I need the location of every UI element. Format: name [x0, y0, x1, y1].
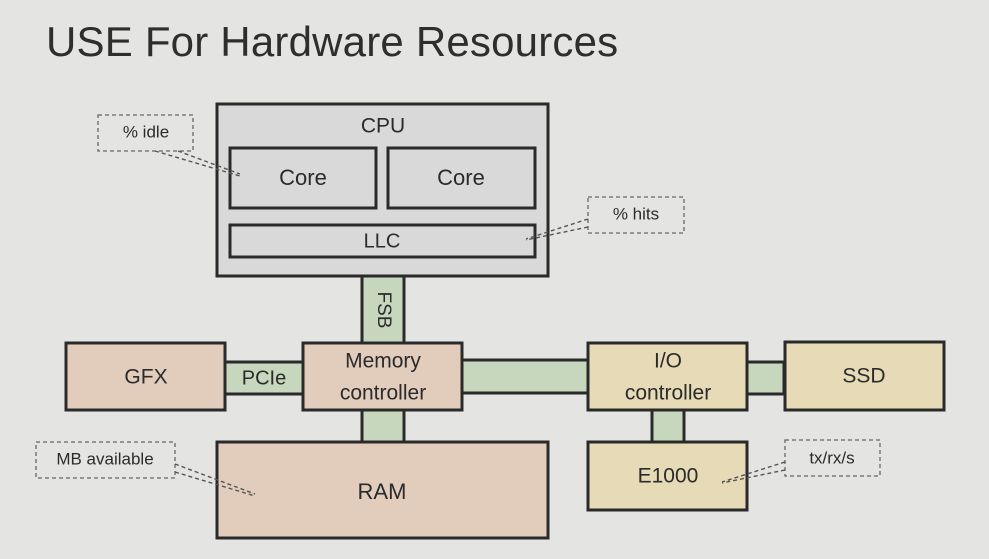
ram-label: RAM	[358, 479, 407, 504]
callout-txrx: tx/rx/s	[721, 439, 881, 484]
memory-io-bus	[459, 358, 593, 395]
memory-controller-label-1: Memory	[345, 350, 421, 373]
io-e1000-bus	[650, 407, 686, 445]
callout-idle-box	[97, 114, 194, 152]
callout-txrx-leader	[721, 461, 786, 484]
core-2-label: Core	[437, 165, 485, 190]
callout-hits-box	[587, 196, 685, 234]
core-2	[386, 146, 537, 210]
memory-controller-box	[301, 341, 464, 412]
llc	[228, 223, 537, 259]
memory-ram-bus	[360, 407, 406, 445]
gfx-label: GFX	[124, 366, 167, 389]
e1000-label: E1000	[638, 465, 699, 488]
fsb-bus: FSB	[360, 274, 406, 346]
core-1-label: Core	[279, 165, 327, 190]
callout-mb-available: MB available	[35, 441, 256, 497]
callout-idle: % idle	[97, 114, 241, 177]
callout-idle-leader	[154, 150, 241, 177]
memory-controller-label-2: controller	[340, 382, 426, 405]
llc-label: LLC	[364, 230, 401, 252]
callout-mb-available-box	[35, 441, 176, 479]
callout-hits: % hits	[525, 196, 685, 241]
callout-mb-available-leader	[174, 463, 256, 497]
callout-txrx-label: tx/rx/s	[809, 448, 854, 467]
ssd-box	[783, 340, 946, 412]
pcie-bus: PCIe	[222, 360, 306, 396]
callout-idle-label: % idle	[123, 122, 169, 141]
e1000-box	[586, 440, 749, 512]
io-controller-label-2: controller	[625, 382, 711, 405]
pcie-bus-rect	[222, 360, 306, 396]
fsb-label: FSB	[373, 292, 394, 329]
slide-title: USE For Hardware Resources	[46, 18, 619, 65]
ssd-label: SSD	[842, 365, 885, 388]
ram-box	[215, 440, 550, 540]
core-1	[228, 146, 378, 210]
cpu-label: CPU	[361, 115, 405, 138]
pcie-label: PCIe	[242, 367, 286, 389]
callout-hits-leader	[525, 218, 589, 241]
io-controller-label-1: I/O	[654, 350, 682, 373]
gfx-box	[64, 341, 227, 412]
io-controller-box	[586, 341, 749, 412]
cpu-block: CPU Core Core LLC	[215, 102, 550, 278]
io-ssd-bus	[744, 360, 786, 396]
callout-txrx-box	[784, 439, 881, 477]
callout-mb-available-label: MB available	[56, 449, 153, 468]
callout-hits-label: % hits	[613, 204, 659, 223]
fsb-bus-rect	[360, 274, 406, 346]
